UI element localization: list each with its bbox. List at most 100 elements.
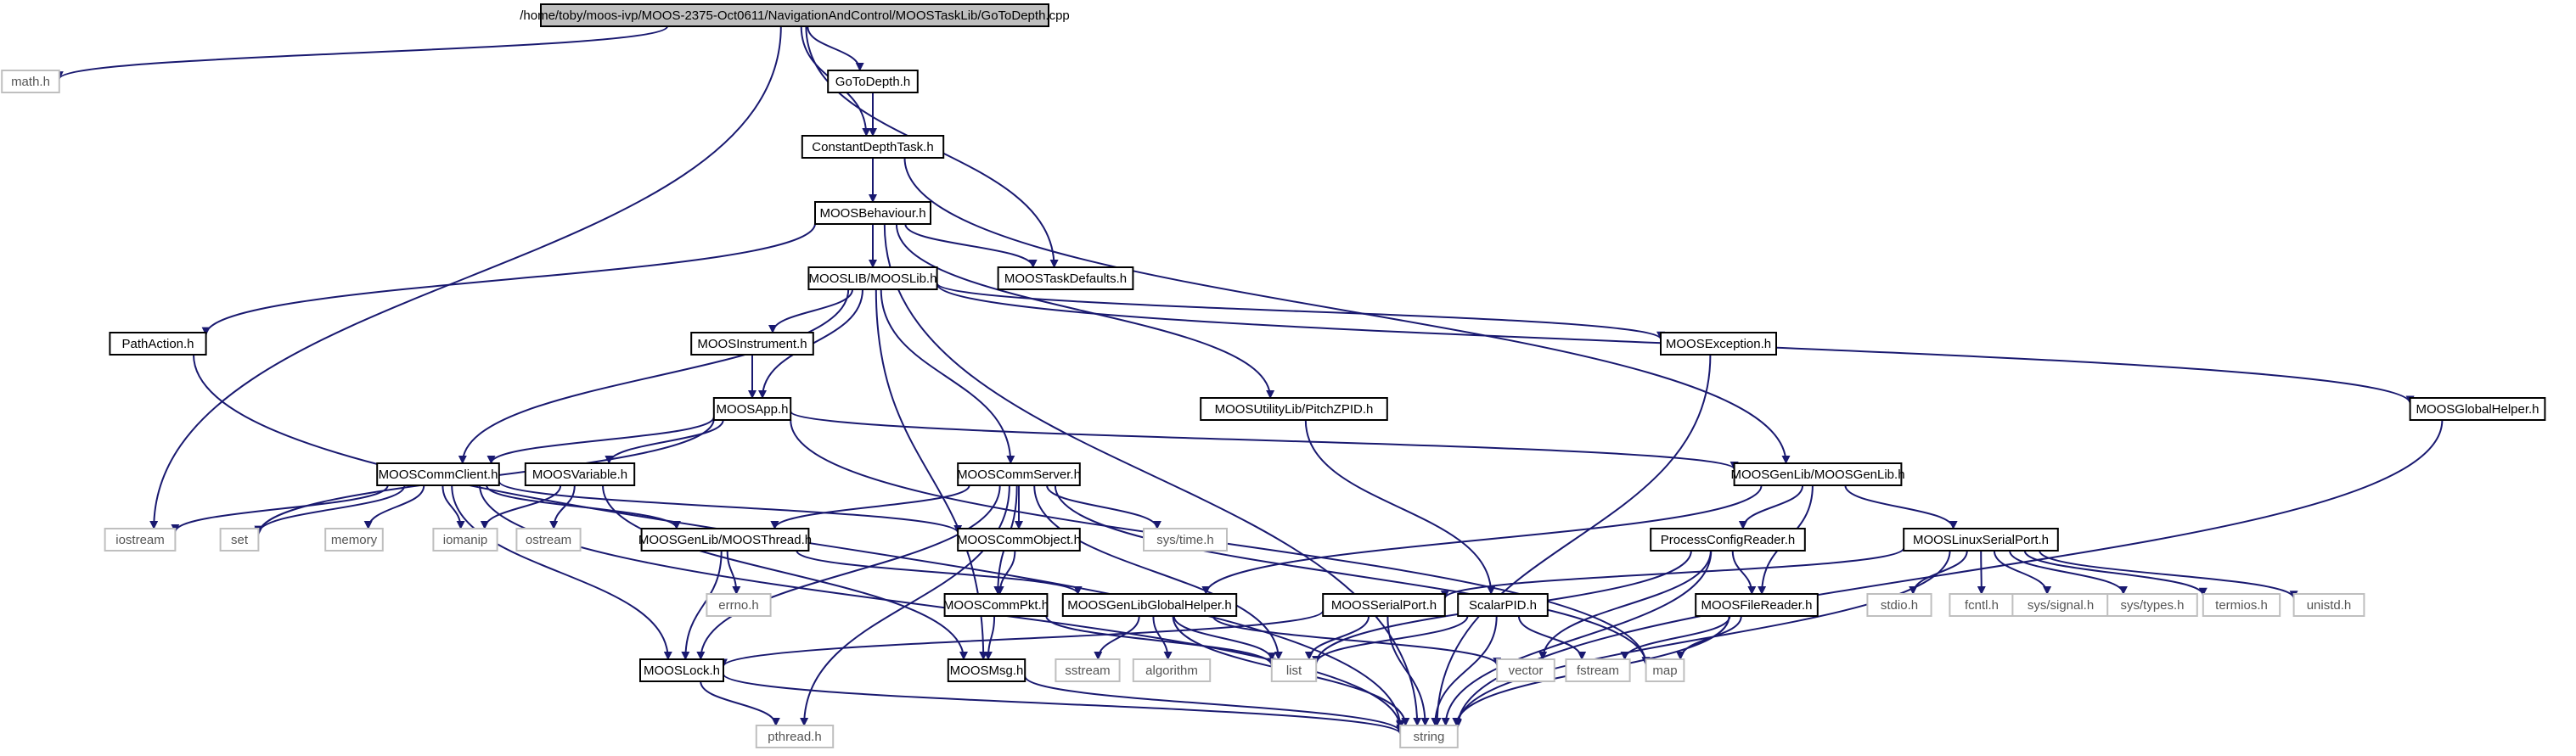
node-mooscommserver-h[interactable]: MOOSCommServer.h: [957, 462, 1081, 486]
edge-mooscommclient_h-to-iostream: [171, 484, 389, 533]
node-label: MOOSMsg.h: [950, 664, 1024, 678]
edge-mooscommserver_h-to-map: [1054, 484, 1651, 666]
node-pitchzpid-h[interactable]: MOOSUtilityLib/PitchZPID.h: [1200, 397, 1388, 421]
edge-processconfigreader_h-to-moosfilereader_h: [1731, 550, 1757, 595]
edge-moosgenlibglobalhelper_h-to-list: [1173, 615, 1276, 662]
node-moostaskdefaults-h[interactable]: MOOSTaskDefaults.h: [997, 266, 1134, 290]
node-mooscommobject-h[interactable]: MOOSCommObject.h: [957, 528, 1081, 552]
node-box: [706, 593, 772, 617]
node-moosinstrument-h[interactable]: MOOSInstrument.h: [690, 332, 814, 356]
node-label: ConstantDepthTask.h: [812, 140, 933, 154]
node-box: [957, 528, 1081, 552]
node-box: [1733, 462, 1903, 486]
node-root[interactable]: /home/toby/moos-ivp/MOOS-2375-Oct0611/Na…: [520, 3, 1070, 27]
node-moosmsg-h[interactable]: MOOSMsg.h: [947, 658, 1026, 682]
node-box: [2202, 593, 2281, 617]
node-box: [801, 135, 945, 159]
edge-mooscommserver_h-to-moosthread_h: [770, 484, 970, 529]
edge-mooslinuxserialport_h-to-unistd_h: [2039, 550, 2298, 600]
edge-moosapp_h-to-moosvariable_h: [605, 419, 724, 464]
node-mooscommclient-h[interactable]: MOOSCommClient.h: [376, 462, 500, 486]
node-moosexception-h[interactable]: MOOSException.h: [1660, 332, 1777, 356]
edge-mooscommserver_h-to-mooslock_h: [696, 484, 1001, 660]
edge-moosbehaviour_h-to-pathaction_h: [201, 223, 816, 336]
node-constantdepthtask-h[interactable]: ConstantDepthTask.h: [801, 135, 945, 159]
node-box: [1200, 397, 1388, 421]
node-box: [2409, 397, 2546, 421]
node-moosgenlibglobalhelper-h[interactable]: MOOSGenLibGlobalHelper.h: [1061, 593, 1238, 617]
node-label: PathAction.h: [121, 337, 194, 351]
node-box: [524, 462, 636, 486]
node-gotodepth-h[interactable]: GoToDepth.h: [827, 70, 919, 93]
node-label: sys/signal.h: [2028, 598, 2094, 613]
node-box: [712, 397, 792, 421]
node-box: [639, 658, 724, 682]
node-mooslock-h[interactable]: MOOSLock.h: [639, 658, 724, 682]
edge-mooscommclient_h-to-set: [254, 484, 406, 535]
node-label: MOOSGenLib/MOOSThread.h: [638, 533, 812, 547]
edge-moosbehaviour_h-to-string: [883, 223, 1422, 726]
node-box: [947, 658, 1026, 682]
node-moosthread-h[interactable]: MOOSGenLib/MOOSThread.h: [638, 528, 812, 552]
edge-mooslinuxserialport_h-to-systypes_h: [2009, 550, 2128, 595]
node-mooslinuxserialport-h[interactable]: MOOSLinuxSerialPort.h: [1903, 528, 2059, 552]
node-moosvariable-h[interactable]: MOOSVariable.h: [524, 462, 636, 486]
node-label: map: [1652, 664, 1677, 678]
node-label: MOOSSerialPort.h: [1331, 598, 1437, 613]
node-moosglobalhelper-h[interactable]: MOOSGlobalHelper.h: [2409, 397, 2546, 421]
node-stdio-h: stdio.h: [1866, 593, 1932, 617]
node-label: termios.h: [2215, 598, 2268, 613]
node-box: [540, 3, 1049, 27]
node-box: [1399, 725, 1459, 748]
node-label: MOOSVariable.h: [532, 468, 627, 482]
node-label: MOOSUtilityLib/PitchZPID.h: [1215, 402, 1374, 417]
node-pathaction-h[interactable]: PathAction.h: [109, 332, 207, 356]
node-mooscommpkt-h[interactable]: MOOSCommPkt.h: [943, 593, 1049, 617]
node-box: [1949, 593, 2015, 617]
node-box: [814, 201, 931, 225]
edge-moosserialport_h-to-string: [1386, 615, 1430, 726]
node-label: stdio.h: [1881, 598, 1918, 613]
node-moosbehaviour-h[interactable]: MOOSBehaviour.h: [814, 201, 931, 225]
node-sstream: sstream: [1055, 658, 1121, 682]
node-set: set: [219, 528, 260, 552]
node-mooslib-h[interactable]: MOOSLIB/MOOSLib.h: [807, 266, 938, 290]
edge-mooslinuxserialport_h-to-syssignal_h: [1993, 550, 2052, 595]
edge-mooslinuxserialport_h-to-string: [1453, 550, 1951, 727]
node-label: MOOSLinuxSerialPort.h: [1913, 533, 2049, 547]
edge-mooslib_h-to-moosexception_h: [936, 282, 1665, 340]
node-box: [1565, 658, 1631, 682]
node-label: errno.h: [718, 598, 759, 613]
node-moosgenlib-h[interactable]: MOOSGenLib/MOOSGenLib.h: [1730, 462, 1905, 486]
node-box: [1270, 658, 1318, 682]
node-label: math.h: [11, 75, 50, 89]
node-scalarpid-h[interactable]: ScalarPID.h: [1457, 593, 1549, 617]
edge-moosapp_h-to-mooscommclient_h: [487, 416, 715, 464]
node-moosserialport-h[interactable]: MOOSSerialPort.h: [1322, 593, 1446, 617]
node-box: [1903, 528, 2059, 552]
node-label: sstream: [1065, 664, 1110, 678]
node-box: [1, 70, 60, 93]
edge-moosapp_h-to-moosgenlib_h: [790, 410, 1739, 470]
node-label: MOOSException.h: [1666, 337, 1771, 351]
node-box: [827, 70, 919, 93]
node-label: MOOSGenLibGlobalHelper.h: [1067, 598, 1231, 613]
node-box: [324, 528, 384, 552]
node-label: pthread.h: [768, 730, 821, 744]
node-label: fstream: [1577, 664, 1619, 678]
node-processconfigreader-h[interactable]: ProcessConfigReader.h: [1650, 528, 1806, 552]
edge-processconfigreader_h-to-vector: [1538, 550, 1712, 660]
node-box: [2106, 593, 2198, 617]
node-box: [943, 593, 1049, 617]
node-moosfilereader-h[interactable]: MOOSFileReader.h: [1695, 593, 1819, 617]
node-label: iomanip: [443, 533, 488, 547]
edge-mooscommclient_h-to-mooslock_h: [451, 484, 672, 660]
node-box: [1695, 593, 1819, 617]
edge-mooscommclient_h-to-iomanip: [442, 484, 465, 529]
node-moosapp-h[interactable]: MOOSApp.h: [712, 397, 792, 421]
edge-mooslinuxserialport_h-to-moosserialport_h: [1440, 547, 1905, 600]
edge-mooscommclient_h-to-moosthread_h: [486, 484, 681, 529]
edge-moosthread_h-to-moosgenlibglobalhelper_h: [796, 550, 1083, 595]
node-label: set: [231, 533, 249, 547]
